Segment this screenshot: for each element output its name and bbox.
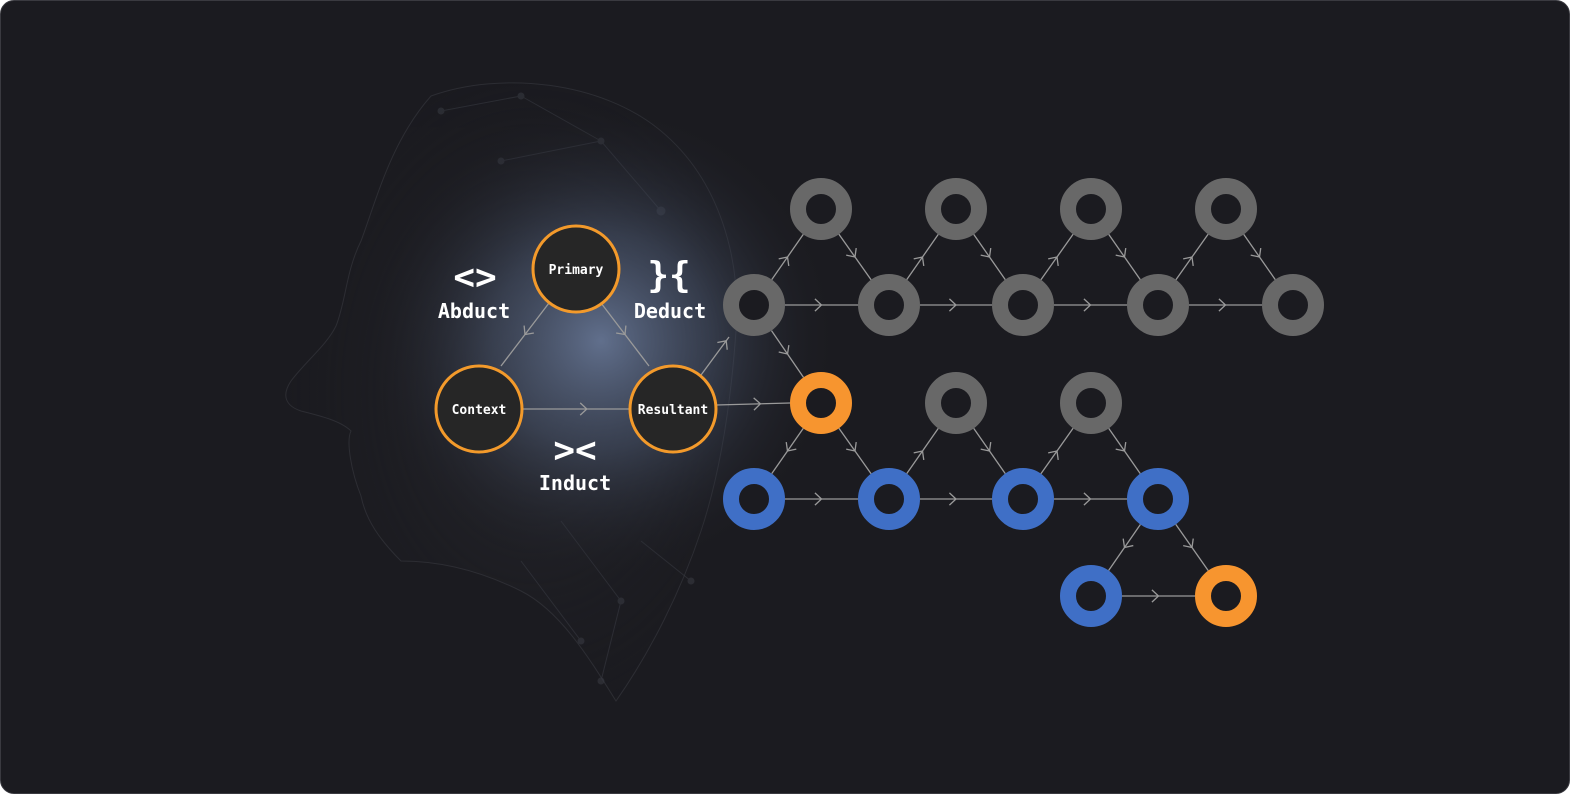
gray-ring-node: [1127, 274, 1189, 336]
deduct-label: Deduct: [634, 299, 706, 323]
edge-arrowhead: [948, 492, 957, 506]
abduct-label: Abduct: [438, 299, 510, 323]
edge-arrowhead: [785, 441, 797, 452]
blue-ring-node: [858, 468, 920, 530]
edge-arrowhead: [753, 397, 762, 411]
resultant-to-orange-edge: [715, 402, 791, 406]
reversed-angle-brackets-icon: ><: [553, 430, 596, 471]
abduct-operation: <> Abduct: [438, 257, 510, 323]
gray-ring-node: [790, 178, 852, 240]
blue-ring-node: [1127, 468, 1189, 530]
triad-label-primary: Primary: [549, 263, 604, 278]
edge-arrowhead: [1250, 247, 1262, 258]
gray-ring-node: [1060, 372, 1122, 434]
edge-arrowhead: [980, 247, 992, 258]
edge-arrowhead: [1183, 256, 1194, 267]
induct-label: Induct: [539, 471, 611, 495]
gray-ring-node: [1195, 178, 1257, 240]
gray-ring-node: [723, 274, 785, 336]
triad-node-resultant: Resultant: [628, 364, 718, 454]
angle-brackets-icon: <>: [453, 257, 496, 298]
induct-operation: >< Induct: [539, 430, 611, 495]
gray-ring-node: [925, 178, 987, 240]
orange-ring-node: [790, 372, 852, 434]
edge-arrowhead: [717, 340, 728, 350]
edge-arrowhead: [846, 247, 857, 258]
edge-arrowhead: [948, 298, 957, 312]
blue-ring-node: [992, 468, 1054, 530]
edge-arrowhead: [814, 298, 823, 312]
edge-arrowhead: [778, 345, 790, 355]
edge-arrowhead: [1151, 589, 1160, 603]
gray-ring-node: [925, 372, 987, 434]
triad-node-context: Context: [434, 364, 524, 454]
resultant-to-network-edge: [700, 336, 730, 376]
edge-arrowhead: [913, 450, 925, 461]
edge-arrowhead: [1048, 256, 1059, 267]
network-edges: [500, 233, 1276, 603]
gray-ring-node: [1262, 274, 1324, 336]
blue-ring-node: [723, 468, 785, 530]
edge-arrowhead: [1183, 538, 1194, 549]
gray-ring-node: [858, 274, 920, 336]
glow-highlight: [361, 101, 841, 581]
edge-arrowhead: [579, 402, 588, 416]
edge-arrowhead: [1115, 441, 1127, 452]
gray-ring-node: [992, 274, 1054, 336]
edge-arrowhead: [523, 325, 534, 336]
edge-arrowhead: [616, 325, 627, 336]
edge-arrowhead: [846, 441, 857, 452]
blue-ring-node: [1060, 565, 1122, 627]
edge-arrowhead: [778, 256, 790, 267]
edge-arrowhead: [1083, 492, 1092, 506]
edge-arrowhead: [1083, 298, 1092, 312]
triad-label-context: Context: [452, 403, 507, 418]
gray-ring-node: [1060, 178, 1122, 240]
triad-node-primary: Primary: [531, 224, 621, 314]
edge-arrowhead: [1218, 298, 1227, 312]
orange-ring-node: [1195, 565, 1257, 627]
deduct-operation: }{ Deduct: [634, 255, 706, 323]
curly-braces-icon: }{: [647, 255, 690, 296]
edge-arrowhead: [913, 256, 925, 267]
edge-arrowhead: [1048, 450, 1059, 461]
edge-arrowhead: [1122, 538, 1134, 549]
edge-arrowhead: [1115, 247, 1127, 258]
edge-arrowhead: [814, 492, 823, 506]
edge-arrowhead: [980, 441, 992, 452]
network-nodes: [723, 178, 1324, 627]
triad-label-resultant: Resultant: [638, 403, 708, 418]
